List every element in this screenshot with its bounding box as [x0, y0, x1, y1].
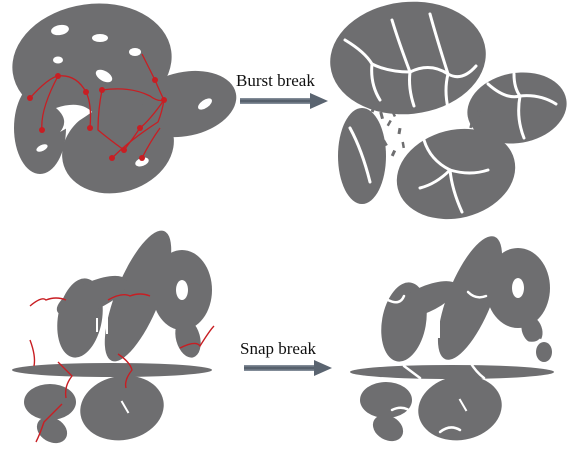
fragment: [418, 375, 502, 441]
fragment: [350, 365, 554, 379]
fragment: [372, 414, 404, 442]
burst-debris: [355, 95, 489, 157]
particle: [12, 363, 212, 377]
burst-break-label: Burst break: [236, 71, 315, 90]
snap-after-pores: [428, 278, 524, 412]
snap-arrow: [244, 360, 332, 376]
fragment: [437, 236, 503, 360]
snap-break-label: Snap break: [240, 339, 317, 358]
fragment: [536, 342, 552, 362]
burst-cracks: [343, 12, 558, 214]
bond-nodes: [27, 73, 167, 161]
snap-cluster-pores: [96, 280, 188, 414]
burst-cluster-pores: [36, 24, 212, 167]
snap-cluster-after: [350, 236, 554, 442]
snap-cluster-before: [12, 230, 212, 444]
particle: [24, 384, 76, 420]
snap-bonds: [29, 293, 215, 443]
fragment: [360, 382, 412, 418]
particle: [80, 375, 164, 441]
fragment: [330, 1, 486, 115]
particle: [56, 275, 128, 317]
fragment: [396, 128, 516, 220]
burst-arrow: [240, 93, 328, 109]
particle: [36, 416, 68, 444]
burst-cluster-after: [330, 1, 567, 220]
fragment: [521, 316, 543, 344]
fragment: [390, 281, 458, 319]
fragment: [467, 72, 567, 144]
particle: [104, 230, 172, 362]
snap-cracks: [386, 290, 542, 434]
